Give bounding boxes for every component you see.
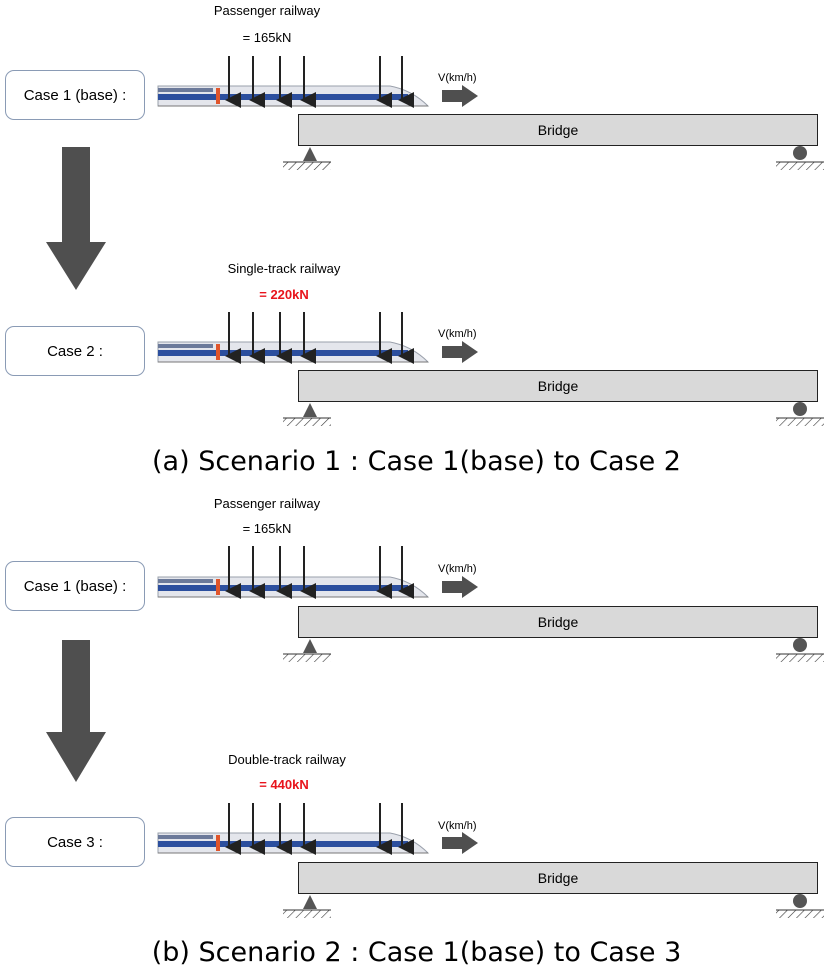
ground-hatch bbox=[776, 654, 824, 662]
bridge-label: Bridge bbox=[537, 870, 579, 886]
ground-hatch bbox=[283, 910, 331, 918]
train-icon bbox=[157, 85, 430, 107]
case-label: Case 2 : bbox=[47, 342, 103, 360]
speed-label: V(km/h) bbox=[438, 820, 477, 832]
train-icon bbox=[157, 576, 430, 598]
train-load-row bbox=[157, 803, 824, 918]
speed-label: V(km/h) bbox=[438, 563, 477, 575]
ground-hatch bbox=[776, 418, 824, 426]
bridge-label: Bridge bbox=[537, 378, 579, 394]
roller-support-icon bbox=[793, 146, 807, 160]
pin-support-icon bbox=[303, 147, 317, 161]
scenario-caption: (b) Scenario 2 : Case 1(base) to Case 3 bbox=[151, 937, 682, 968]
pin-support-icon bbox=[303, 895, 317, 909]
load-value-highlight: = 220kN bbox=[259, 287, 309, 302]
bridge-label: Bridge bbox=[537, 122, 579, 138]
load-value-highlight: = 440kN bbox=[259, 777, 309, 792]
roller-support-icon bbox=[793, 894, 807, 908]
transition-arrow bbox=[46, 147, 106, 290]
case-label-box: Case 1 (base) : bbox=[5, 561, 145, 611]
ground-hatch bbox=[776, 162, 824, 170]
load-title: Passenger railway bbox=[213, 496, 321, 511]
speed-arrow-icon bbox=[442, 85, 478, 107]
ground-hatch bbox=[283, 654, 331, 662]
transition-arrow bbox=[46, 640, 106, 782]
ground-hatch bbox=[776, 910, 824, 918]
load-title: Double-track railway bbox=[228, 752, 346, 767]
speed-arrow-icon bbox=[442, 576, 478, 598]
load-value: = 165kN bbox=[242, 30, 292, 45]
case-label-box: Case 3 : bbox=[5, 817, 145, 867]
pin-support-icon bbox=[303, 639, 317, 653]
train-load-row bbox=[157, 56, 824, 170]
load-title: Passenger railway bbox=[213, 3, 321, 18]
speed-arrow-icon bbox=[442, 832, 478, 854]
train-icon bbox=[157, 341, 430, 363]
ground-hatch bbox=[283, 162, 331, 170]
bridge-label: Bridge bbox=[537, 614, 579, 630]
load-value: = 165kN bbox=[242, 521, 292, 536]
bridge-beam: Bridge bbox=[298, 862, 818, 894]
load-title: Single-track railway bbox=[227, 261, 341, 276]
case-label-box: Case 2 : bbox=[5, 326, 145, 376]
bridge-beam: Bridge bbox=[298, 370, 818, 402]
roller-support-icon bbox=[793, 638, 807, 652]
speed-label: V(km/h) bbox=[438, 72, 477, 84]
speed-arrow-icon bbox=[442, 341, 478, 363]
speed-label: V(km/h) bbox=[438, 328, 477, 340]
ground-hatch bbox=[283, 418, 331, 426]
case-label: Case 1 (base) : bbox=[23, 86, 127, 104]
bridge-beam: Bridge bbox=[298, 114, 818, 146]
bridge-beam: Bridge bbox=[298, 606, 818, 638]
case-label-box: Case 1 (base) : bbox=[5, 70, 145, 120]
case-label: Case 3 : bbox=[47, 833, 103, 851]
roller-support-icon bbox=[793, 402, 807, 416]
train-load-row bbox=[157, 546, 824, 662]
scenario-caption: (a) Scenario 1 : Case 1(base) to Case 2 bbox=[152, 446, 681, 477]
train-load-row bbox=[157, 312, 824, 426]
pin-support-icon bbox=[303, 403, 317, 417]
train-icon bbox=[157, 832, 430, 854]
case-label: Case 1 (base) : bbox=[23, 577, 127, 595]
